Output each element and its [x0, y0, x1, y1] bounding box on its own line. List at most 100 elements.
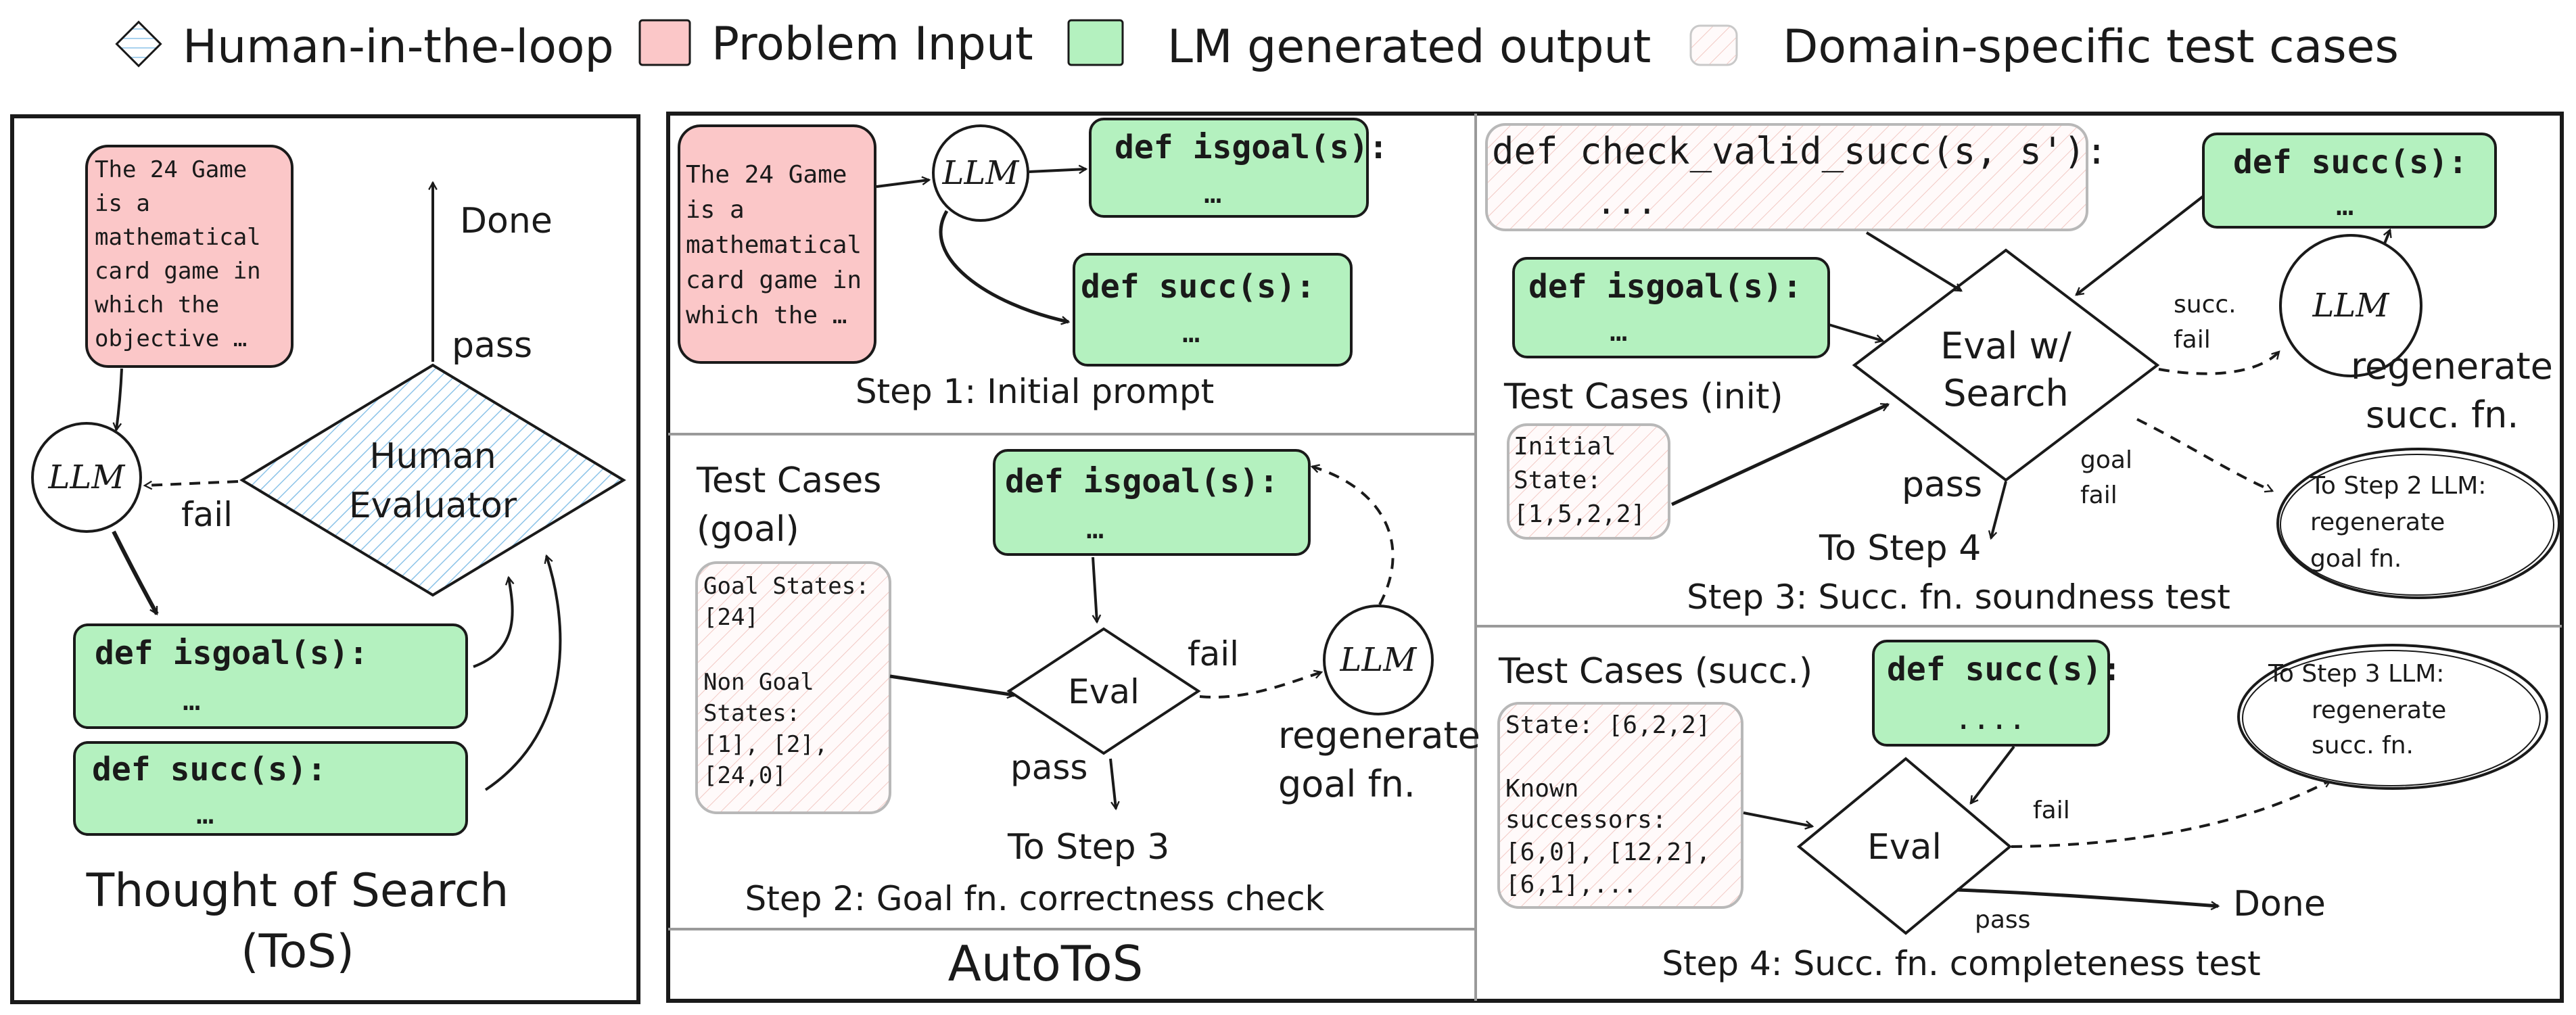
step4-to-step3-node	[2237, 644, 2548, 790]
tos-succ-def: def succ(s):	[92, 751, 327, 788]
tos-frame	[10, 114, 640, 1004]
tos-arrow-fail	[145, 480, 239, 486]
step4-tests-title: Test Cases (succ.)	[1498, 651, 1812, 692]
step3-check-def: def check_valid_succ(s, s'):	[1492, 130, 2107, 172]
autotos-panel: AutoToS The 24 Game is a mathematical ca…	[666, 112, 2564, 1003]
step3-arrow-succ-fail	[2158, 352, 2279, 375]
step4-succ-box	[1872, 640, 2110, 747]
legend-tests-label: Domain-specific test cases	[1783, 20, 2399, 74]
step3-succ-fail-label: succ.	[2174, 291, 2237, 318]
step3-eval-line: Search	[1943, 372, 2069, 415]
step3-succ-body: …	[2336, 188, 2354, 222]
tos-succ-box	[73, 741, 468, 836]
tos-problem-line: which the	[95, 291, 219, 318]
step4-done-label: Done	[2233, 884, 2326, 924]
autotos-title: AutoToS	[948, 935, 1144, 992]
step4-to-step3-line: To Step 3 LLM:	[2268, 660, 2444, 688]
step3: def check_valid_succ(s, s'): ... def suc…	[1485, 123, 2560, 617]
step1-problem-line: The 24 Game	[686, 161, 847, 189]
step2-arrow-pass	[1109, 758, 1116, 809]
step3-to-step2-node	[2276, 448, 2560, 599]
step4-test-line: State: [6,2,2]	[1505, 711, 1710, 739]
step2-regen-line: goal fn.	[1278, 763, 1415, 805]
step3-regen-line: regenerate	[2351, 345, 2553, 387]
step1-isgoal-box	[1089, 118, 1369, 218]
step1-succ-def: def succ(s):	[1081, 268, 1315, 306]
step1-llm-node	[932, 124, 1029, 222]
step3-to-step2-node-outline	[2280, 454, 2554, 596]
step2-llm-node	[1323, 605, 1434, 715]
step2-test-line: [24]	[703, 604, 759, 631]
step3-tests-title: Test Cases (init)	[1503, 377, 1783, 417]
step1-arrow-input-llm	[876, 180, 929, 188]
step4-succ-body: ....	[1954, 702, 2026, 736]
step1-problem-line: mathematical	[686, 231, 862, 259]
step3-isgoal-body: …	[1610, 314, 1628, 348]
step4: Test Cases (succ.) State: [6,2,2] Known …	[1497, 640, 2548, 983]
step4-test-line: successors:	[1505, 806, 1666, 834]
step3-label: Step 3: Succ. fn. soundness test	[1687, 577, 2230, 617]
step2-arrow-regen	[1312, 467, 1395, 605]
tos-problem-line: The 24 Game	[95, 156, 247, 183]
step3-goal-fail-label: goal	[2080, 446, 2132, 474]
tos-title-line: Thought of Search	[86, 864, 509, 918]
step4-pass-label: pass	[1975, 906, 2030, 934]
tos-problem-line: objective …	[95, 325, 247, 352]
step3-isgoal-box	[1512, 257, 1830, 358]
step3-arrow-tests-eval	[1670, 402, 1888, 506]
step3-isgoal-def: def isgoal(s):	[1528, 268, 1802, 306]
step4-arrow-succ-eval	[1969, 745, 2015, 803]
step3-regen-line: succ. fn.	[2366, 394, 2519, 436]
tos-problem-text: The 24 Game is a mathematical card game …	[95, 156, 261, 352]
step1-succ-body: …	[1182, 315, 1200, 350]
tos-problem-line: is a	[95, 190, 150, 217]
legend-tests-swatch	[1689, 24, 1738, 66]
legend-input-label: Problem Input	[711, 18, 1033, 71]
step2-label: Step 2: Goal fn. correctness check	[745, 879, 1324, 918]
step1-label: Step 1: Initial prompt	[856, 372, 1214, 411]
tos-arrow-input-llm	[116, 368, 123, 430]
tos-panel: The 24 Game is a mathematical card game …	[10, 114, 640, 1004]
step2-arrow-tests-eval	[889, 674, 1014, 695]
step3-check-box	[1485, 123, 2088, 231]
step2-arrow-fail	[1199, 672, 1321, 699]
step4-test-line: [6,1],...	[1505, 871, 1637, 899]
tos-fail-label: fail	[181, 495, 233, 534]
tos-done-label: Done	[460, 201, 553, 241]
step1-problem-line: is a	[686, 196, 745, 224]
step4-to-step3-node-outline	[2242, 650, 2541, 786]
tos-problem-line: card game in	[95, 258, 261, 285]
step1-arrow-llm-succ	[939, 210, 1069, 322]
step2-test-line: Goal States:	[703, 573, 870, 600]
legend-output-label: LM generated output	[1167, 20, 1651, 74]
tos-human-evaluator	[239, 363, 626, 597]
step2-tests-title: Test Cases	[696, 461, 881, 501]
step4-test-line: [6,0], [12,2],	[1505, 839, 1710, 866]
step3-check-body: ...	[1596, 183, 1657, 222]
tos-succ-body: …	[196, 797, 214, 831]
step1-arrow-llm-isgoal	[1029, 169, 1086, 172]
step1-problem-input	[678, 124, 876, 364]
step2-test-line: [1], [2],	[703, 731, 828, 758]
legend-human-label: Human-in-the-loop	[183, 20, 614, 74]
step3-to-next: To Step 4	[1819, 528, 1981, 569]
tos-llm-label: LLM	[48, 458, 126, 496]
step1-llm-label: LLM	[942, 154, 1021, 192]
step3-to-step2-line: To Step 2 LLM:	[2310, 472, 2486, 500]
legend-input-swatch	[638, 19, 691, 66]
step2: Test Cases (goal) Goal States: [24] Non …	[695, 449, 1480, 918]
step3-arrow-isgoal-eval	[1828, 323, 1883, 341]
step4-label: Step 4: Succ. fn. completeness test	[1662, 944, 2261, 983]
step4-eval-node	[1796, 757, 2013, 935]
step4-arrow-tests-eval	[1743, 811, 1812, 826]
step1-problem-line: which the …	[686, 302, 847, 329]
tos-isgoal-body: …	[183, 683, 201, 717]
step4-test-line: Known	[1505, 775, 1578, 803]
step3-to-step2-line: goal fn.	[2310, 545, 2402, 573]
step2-test-line: States:	[703, 700, 800, 727]
step2-test-line: [24,0]	[703, 762, 787, 789]
tos-title-line: (ToS)	[241, 925, 354, 978]
legend: Human-in-the-loop Problem Input LM gener…	[115, 18, 2399, 74]
tos-isgoal-box	[73, 623, 468, 729]
step2-isgoal-def: def isgoal(s):	[1005, 463, 1279, 500]
